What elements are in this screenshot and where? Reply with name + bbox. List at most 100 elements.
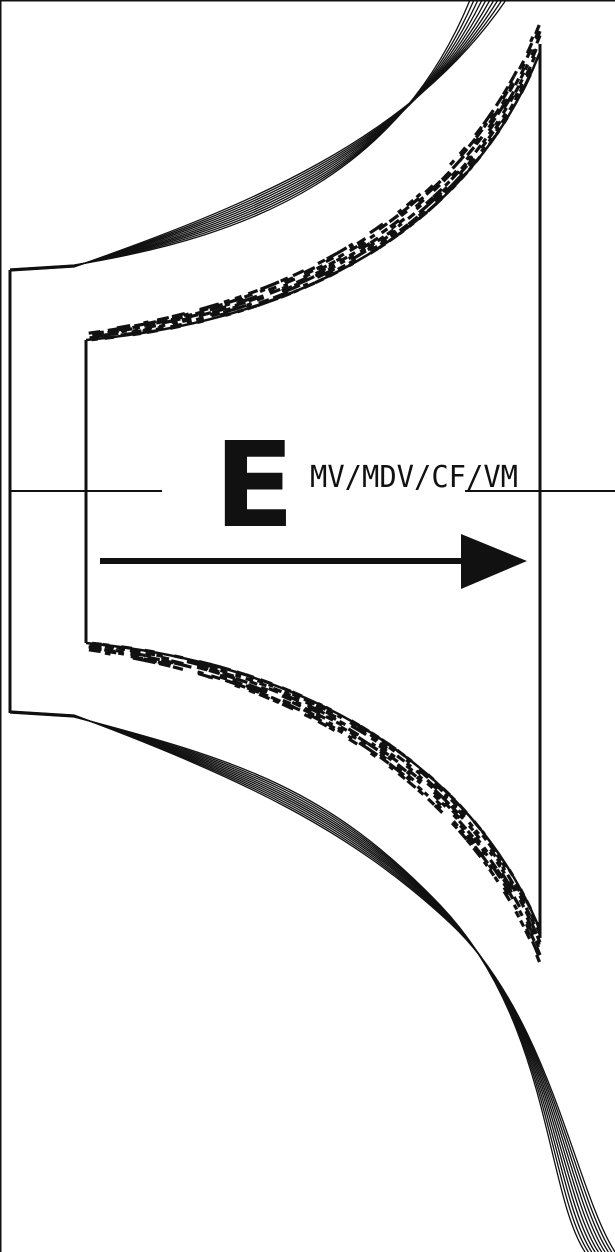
band-dash	[501, 112, 507, 119]
band-dash	[442, 172, 453, 183]
band-dash	[433, 804, 444, 814]
band-dash	[458, 154, 466, 162]
band-dash	[452, 820, 459, 828]
band-dash	[397, 772, 407, 781]
band-dash	[405, 775, 412, 782]
band-dash	[396, 754, 406, 763]
band-dash	[467, 155, 474, 162]
band-dash	[206, 302, 220, 309]
band-dash	[414, 198, 425, 209]
band-dash	[405, 198, 415, 207]
band-dash	[281, 702, 294, 711]
band-dash	[378, 750, 386, 757]
band-dash	[338, 720, 347, 727]
outer-lower-flare-lines	[9, 710, 615, 1252]
band-dash	[480, 850, 486, 857]
band-dash	[293, 697, 300, 703]
flare-line	[9, 710, 615, 1252]
band-dash	[389, 218, 400, 229]
band-dash	[379, 235, 389, 243]
band-dash	[208, 668, 221, 676]
band-dash	[495, 860, 502, 868]
band-dash	[405, 764, 414, 772]
band-dash	[337, 252, 345, 259]
band-dash	[219, 311, 229, 317]
band-dash	[440, 801, 447, 808]
band-dash	[423, 791, 430, 797]
band-dash	[432, 183, 442, 193]
band-dash	[487, 842, 497, 854]
band-dash	[512, 904, 519, 911]
band-dash	[417, 788, 425, 796]
band-dash	[508, 892, 515, 900]
band-dash	[243, 292, 253, 299]
band-dash	[257, 688, 267, 695]
band-dash	[472, 830, 481, 840]
flare-line	[9, 710, 613, 1252]
band-dash	[314, 705, 324, 712]
band-dash	[356, 237, 367, 246]
band-dash	[172, 665, 184, 671]
band-dash	[207, 675, 214, 680]
band-dash	[357, 240, 366, 247]
band-dash	[525, 920, 533, 932]
band-dash	[357, 736, 369, 745]
band-dash	[294, 700, 302, 706]
band-dash	[356, 725, 368, 734]
band-dash	[234, 676, 248, 685]
band-dash	[115, 648, 125, 654]
band-dash	[272, 698, 280, 705]
band-dash	[348, 258, 357, 265]
band-dash	[432, 187, 443, 199]
code-label: MV/MDV/CF/VM	[310, 460, 518, 495]
flare-line	[9, 711, 599, 1252]
band-dash	[494, 126, 501, 132]
band-dash	[369, 751, 377, 758]
band-dash	[494, 120, 502, 130]
band-dash	[405, 770, 412, 776]
flare-line	[9, 712, 589, 1252]
band-dash	[407, 215, 419, 226]
band-dash	[291, 692, 301, 699]
band-dash	[314, 709, 321, 715]
band-dash	[234, 673, 242, 679]
flare-line	[9, 0, 495, 271]
band-dash	[425, 198, 436, 208]
band-dash	[506, 873, 515, 885]
band-dash	[357, 241, 367, 250]
band-dash	[366, 244, 375, 252]
band-dash	[458, 164, 469, 176]
band-dash	[417, 774, 424, 780]
band-dash	[474, 829, 481, 836]
band-dash	[370, 741, 377, 748]
band-dash	[325, 715, 334, 722]
band-dash	[350, 253, 360, 262]
band-dash	[313, 715, 323, 723]
band-dash	[508, 880, 517, 892]
band-dash	[449, 159, 456, 166]
band-dash	[495, 868, 505, 879]
band-dash	[248, 676, 255, 681]
band-dash	[388, 765, 395, 771]
band-dash	[388, 229, 397, 237]
band-dash	[303, 266, 316, 275]
band-dash	[513, 92, 521, 101]
band-dash	[501, 865, 507, 872]
band-dash	[398, 205, 410, 216]
band-dash	[378, 744, 388, 753]
band-dash	[440, 795, 451, 806]
band-dash	[519, 71, 526, 80]
band-dash	[324, 721, 336, 730]
band-dash	[480, 847, 489, 857]
band-dash	[398, 223, 409, 232]
band-dash	[380, 227, 389, 235]
band-dash	[435, 803, 443, 810]
band-dash	[130, 652, 140, 658]
band-dash	[390, 231, 399, 239]
band-dash	[450, 170, 461, 181]
band-dash	[530, 923, 538, 935]
flare-line	[9, 711, 603, 1252]
band-dash	[501, 107, 508, 115]
band-dash	[235, 682, 246, 689]
band-dash	[416, 785, 423, 792]
